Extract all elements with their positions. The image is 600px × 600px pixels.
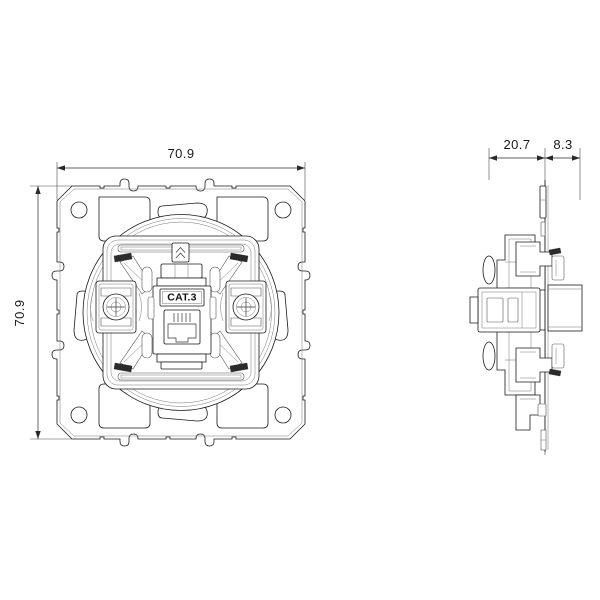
terminal-screw-right (220, 280, 272, 334)
arrowhead-top (35, 186, 41, 194)
claw-tip-top-left (113, 252, 133, 263)
dimension-side-body-depth: 20.7 (489, 134, 545, 161)
jack-latch-left (147, 296, 155, 320)
side-claw-lower (515, 343, 565, 383)
dimension-side-faceplate-depth-text: 8.3 (553, 137, 572, 152)
cat-label-box (159, 288, 205, 307)
jack-rear-collar (160, 263, 203, 279)
arrowhead-bottom (35, 431, 41, 439)
front-view: 70.9 70.9 (12, 143, 311, 447)
side-lower-extension (515, 394, 547, 431)
side-claw-lower-tip (551, 343, 565, 369)
claw-tip-bottom-left (113, 362, 133, 373)
cat-label-text: CAT.3 (167, 292, 196, 304)
side-spring-oval-upper (482, 255, 496, 285)
dimension-front-height-text: 70.9 (12, 300, 27, 327)
front-height-extension-lines (30, 185, 72, 440)
side-jack-front-lip (469, 296, 479, 324)
fixing-hole-bottom-left (70, 406, 88, 424)
arrowhead-right (297, 165, 305, 171)
side-jack-cavity (486, 297, 504, 323)
side-spring-ovals (482, 255, 496, 371)
side-claw-upper-tip (551, 255, 565, 281)
fixing-hole-top-left (70, 201, 88, 219)
fixing-hole-bottom-right (274, 406, 292, 424)
dimension-front-height: 70.9 (12, 186, 41, 439)
claw-tip-top-right (229, 252, 249, 263)
fixing-hole-top-right (274, 201, 292, 219)
frame-fixing-holes (70, 201, 292, 424)
jack-latch-right (209, 296, 217, 320)
side-view: 20.7 8.3 (469, 134, 583, 455)
dimension-side-faceplate-depth: 8.3 (545, 134, 580, 161)
insert-guide-slots (141, 266, 221, 359)
claw-tip-bottom-right (229, 362, 249, 373)
dimension-front-width-text: 70.9 (168, 146, 195, 161)
jack-bottom-flange (156, 353, 207, 363)
side-faceplate-block (547, 284, 583, 332)
rj45-keying-notch (167, 323, 197, 343)
rj45-contact-pins (173, 313, 191, 322)
side-faceplate-rect (547, 284, 583, 332)
side-jack-housing (469, 287, 541, 333)
rj45-jack-module: CAT.3 (147, 263, 217, 370)
side-spring-oval-lower (482, 341, 496, 371)
up-chevrons-icon (171, 242, 190, 263)
dimension-front-width: 70.9 (57, 143, 305, 171)
side-claw-upper (515, 241, 565, 281)
side-upper-tab (539, 185, 547, 237)
side-spine-stubs (540, 429, 547, 451)
terminal-screw-left (90, 280, 142, 334)
dimension-side-body-depth-text: 20.7 (504, 137, 531, 152)
jack-shoulder (156, 277, 207, 287)
arrowhead-left (57, 165, 65, 171)
rj45-port-opening (163, 309, 201, 345)
